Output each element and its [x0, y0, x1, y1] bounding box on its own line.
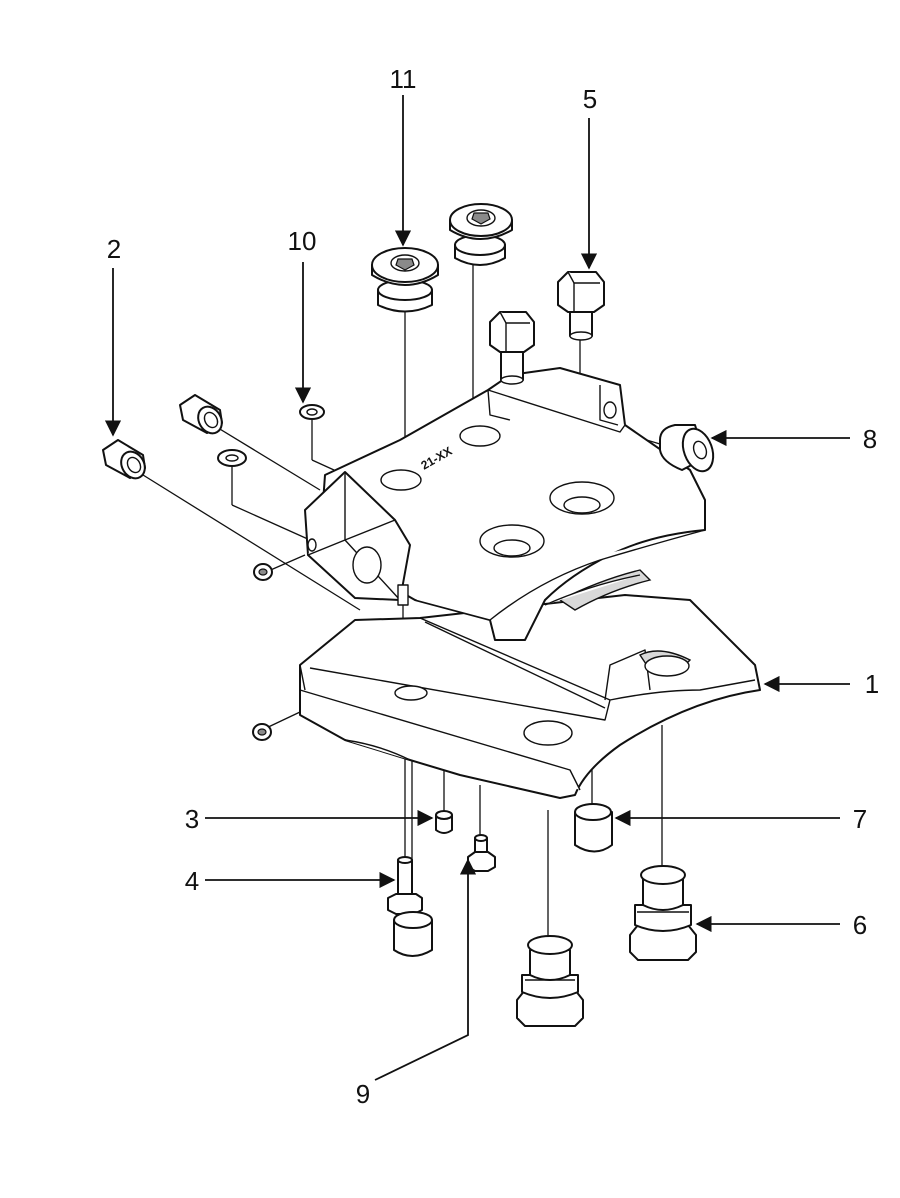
callout-11: 11 — [390, 64, 417, 94]
fitting-center — [516, 935, 584, 1027]
dowel-upper — [179, 394, 223, 435]
callout-labels: 11 5 2 10 8 1 3 7 4 6 9 — [107, 64, 879, 1109]
callout-2: 2 — [107, 234, 121, 264]
bushing-lower-left — [393, 911, 433, 957]
callout-9: 9 — [356, 1079, 370, 1109]
screw-9 — [467, 834, 496, 872]
callout-7: 7 — [853, 804, 867, 834]
callout-3: 3 — [185, 804, 199, 834]
callout-8: 8 — [863, 424, 877, 454]
clamp-block — [304, 471, 411, 606]
bushing-7 — [574, 803, 613, 853]
lower-plate — [299, 594, 761, 799]
set-screw-upper — [253, 563, 273, 581]
upper-plate: 21-XX — [319, 367, 706, 641]
dowel-2 — [102, 439, 146, 480]
screw-4 — [387, 856, 423, 915]
pin-3 — [435, 810, 453, 834]
set-screw-lower — [252, 723, 272, 741]
screw-11 — [371, 247, 439, 313]
callout-10: 10 — [288, 226, 317, 256]
washer-10 — [299, 404, 325, 420]
callout-1: 1 — [865, 669, 879, 699]
callout-leaders — [104, 95, 850, 1081]
bolt-center — [489, 311, 535, 385]
fitting-6 — [629, 865, 697, 961]
bolt-5 — [557, 271, 605, 341]
callout-5: 5 — [583, 84, 597, 114]
callout-4: 4 — [185, 866, 199, 896]
screw-center — [449, 203, 513, 266]
washer-left — [217, 449, 247, 467]
callout-6: 6 — [853, 910, 867, 940]
